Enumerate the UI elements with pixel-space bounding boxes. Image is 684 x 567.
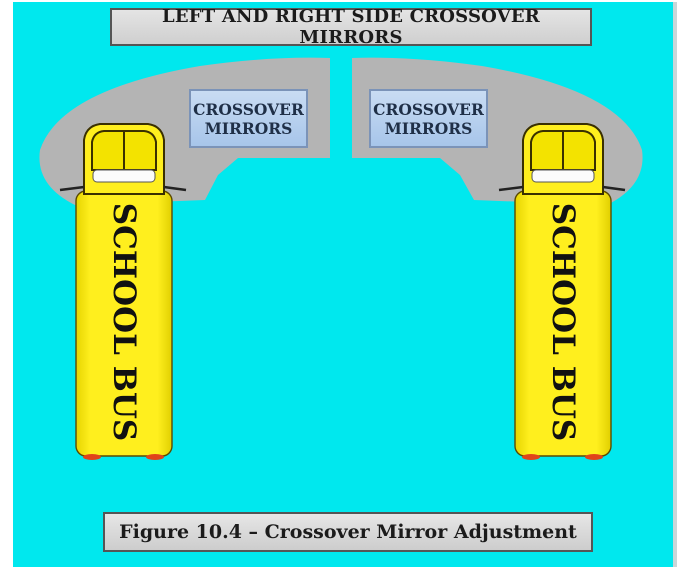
left-crossover-mirrors-label: CROSSOVER MIRRORS <box>189 89 308 148</box>
right-school-bus: SCHOOL BUS <box>498 123 626 460</box>
left-bus-hood <box>59 123 187 195</box>
figure-caption: Figure 10.4 – Crossover Mirror Adjustmen… <box>103 512 593 552</box>
left-school-bus: SCHOOL BUS <box>59 123 187 460</box>
diagram-title: LEFT AND RIGHT SIDE CROSSOVER MIRRORS <box>110 6 592 48</box>
right-bus-label: SCHOOL BUS <box>545 203 581 442</box>
right-bus-hood <box>498 123 626 195</box>
left-bus-label: SCHOOL BUS <box>106 203 142 442</box>
right-crossover-mirrors-label: CROSSOVER MIRRORS <box>369 89 488 148</box>
